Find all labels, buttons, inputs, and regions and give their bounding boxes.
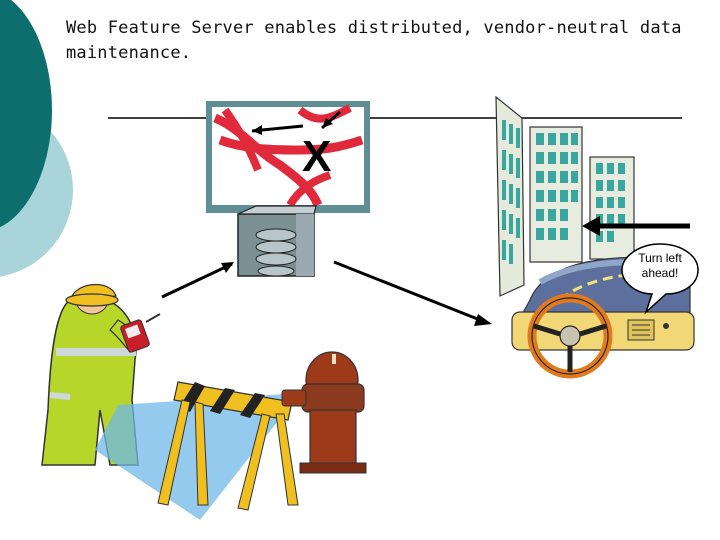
server-icon xyxy=(237,205,317,277)
slide-title: Web Feature Server enables distributed, … xyxy=(66,18,682,63)
fire-hydrant-icon xyxy=(281,351,367,474)
map-monitor xyxy=(206,101,370,213)
turn-left-arrow xyxy=(582,216,690,236)
map-x-marker: X xyxy=(302,132,332,181)
speech-bubble xyxy=(621,243,699,315)
steering-wheel-icon xyxy=(527,293,613,379)
city-buildings xyxy=(495,95,635,297)
arrow-server-to-car xyxy=(333,260,492,326)
speech-bubble-text: Turn left ahead! xyxy=(638,251,682,280)
barricade-icon xyxy=(157,381,299,511)
dark-teal-circle xyxy=(0,0,52,228)
arrow-server-to-worker xyxy=(161,262,234,299)
